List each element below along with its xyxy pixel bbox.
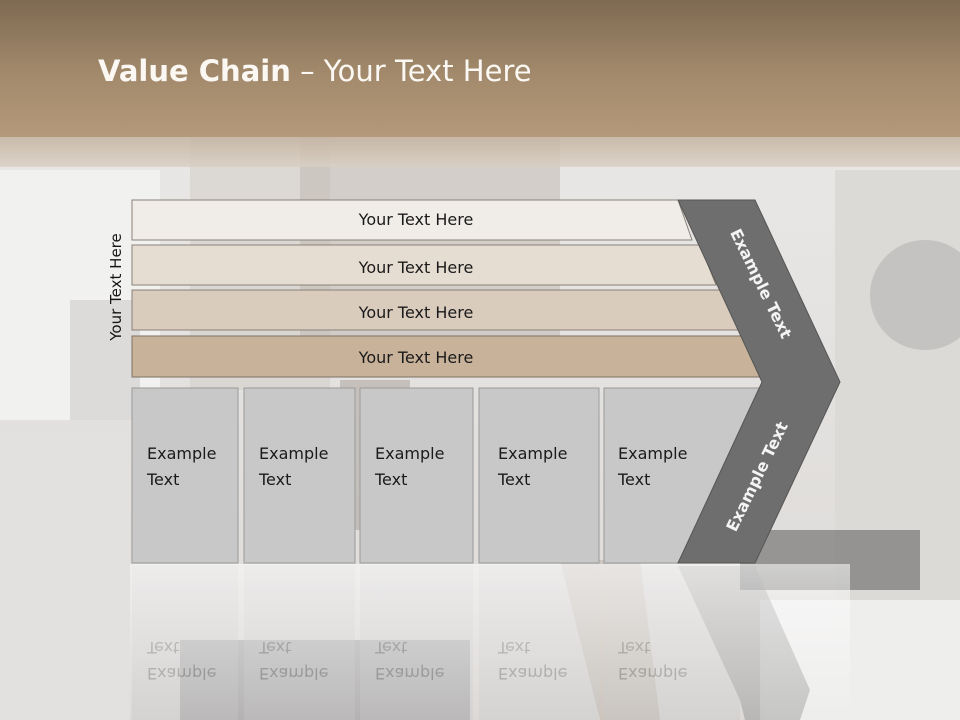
bar-1: Your Text Here <box>131 199 693 241</box>
bar-3: Your Text Here <box>131 289 741 331</box>
title-rest: – Your Text Here <box>290 54 532 88</box>
bar-2-label: Your Text Here <box>358 258 474 277</box>
page-title: Value Chain – Your Text Here <box>98 54 532 88</box>
bar-4-label: Your Text Here <box>358 348 474 367</box>
header-band <box>0 0 960 137</box>
bar-3-label: Your Text Here <box>358 303 474 322</box>
header-subband <box>0 137 960 167</box>
title-bold: Value Chain <box>98 54 291 88</box>
bar-4: Your Text Here <box>131 335 763 378</box>
reflection-fade <box>130 564 850 720</box>
bar-1-label: Your Text Here <box>358 210 474 229</box>
bar-2: Your Text Here <box>131 244 717 286</box>
